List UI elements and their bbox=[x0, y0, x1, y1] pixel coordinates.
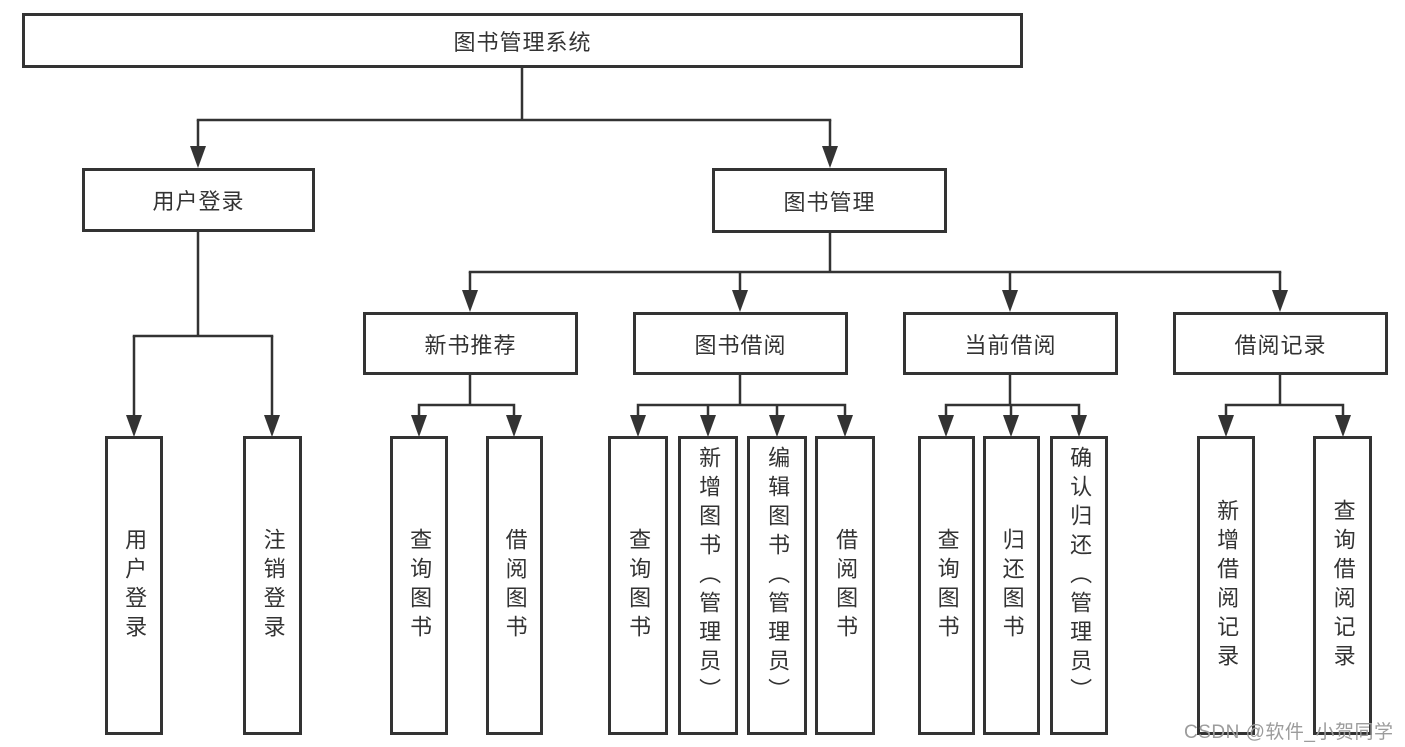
leaf-query-books-1-label: 查询图书 bbox=[407, 527, 433, 644]
leaf-query-books-2-label: 查询图书 bbox=[626, 527, 652, 644]
leaf-edit-book-admin-label: 编辑图书（管理员） bbox=[765, 446, 791, 707]
node-book-borrow: 图书借阅 bbox=[633, 312, 848, 375]
arrowhead-leaf-return-books bbox=[1003, 415, 1019, 437]
leaf-user-login-label: 用户登录 bbox=[122, 527, 148, 644]
leaf-query-books-3-label: 查询图书 bbox=[934, 527, 960, 644]
arrowhead-leaf-add-borrow-record bbox=[1218, 415, 1234, 437]
arrowhead-leaf-edit-book bbox=[769, 415, 785, 437]
leaf-query-borrow-record: 查询借阅记录 bbox=[1313, 436, 1372, 735]
node-new-book-recommend: 新书推荐 bbox=[363, 312, 578, 375]
leaf-query-borrow-record-label: 查询借阅记录 bbox=[1330, 498, 1356, 673]
node-current-borrow: 当前借阅 bbox=[903, 312, 1118, 375]
node-book-management: 图书管理 bbox=[712, 168, 947, 233]
leaf-add-book-admin-label: 新增图书（管理员） bbox=[696, 446, 722, 707]
connector-new-book-recommend-rail bbox=[417, 403, 516, 419]
leaf-borrow-books-1: 借阅图书 bbox=[486, 436, 543, 735]
arrowhead-leaf-confirm-return bbox=[1071, 415, 1087, 437]
connector-book-borrow-rail bbox=[636, 403, 847, 419]
leaf-add-book-admin: 新增图书（管理员） bbox=[678, 436, 738, 735]
leaf-query-books-2: 查询图书 bbox=[608, 436, 668, 735]
leaf-borrow-books-1-label: 借阅图书 bbox=[502, 527, 528, 644]
leaf-query-books-3: 查询图书 bbox=[918, 436, 975, 735]
leaf-return-books: 归还图书 bbox=[983, 436, 1040, 735]
arrowhead-borrow-records bbox=[1272, 290, 1288, 312]
leaf-logout: 注销登录 bbox=[243, 436, 302, 735]
leaf-borrow-books-2: 借阅图书 bbox=[815, 436, 875, 735]
arrowhead-book-management bbox=[822, 146, 838, 168]
arrowhead-leaf-query-books-3 bbox=[938, 415, 954, 437]
arrowhead-leaf-borrow-books-1 bbox=[506, 415, 522, 437]
leaf-confirm-return-admin-label: 确认归还（管理员） bbox=[1067, 446, 1093, 707]
connector-current-borrow-rail bbox=[944, 403, 1081, 419]
leaf-user-login: 用户登录 bbox=[105, 436, 163, 735]
leaf-edit-book-admin: 编辑图书（管理员） bbox=[747, 436, 807, 735]
arrowhead-new-book-recommend bbox=[462, 290, 478, 312]
arrowhead-book-borrow bbox=[732, 290, 748, 312]
node-user-login: 用户登录 bbox=[82, 168, 315, 232]
leaf-add-borrow-record: 新增借阅记录 bbox=[1197, 436, 1255, 735]
leaf-confirm-return-admin: 确认归还（管理员） bbox=[1050, 436, 1108, 735]
arrowhead-leaf-borrow-books-2 bbox=[837, 415, 853, 437]
leaf-borrow-books-2-label: 借阅图书 bbox=[833, 527, 859, 644]
connector-borrow-records-rail bbox=[1224, 403, 1345, 419]
arrowhead-leaf-add-book bbox=[700, 415, 716, 437]
leaf-return-books-label: 归还图书 bbox=[999, 527, 1025, 644]
arrowhead-leaf-query-books-2 bbox=[630, 415, 646, 437]
arrowhead-user-login bbox=[190, 146, 206, 168]
arrowhead-leaf-query-borrow-record bbox=[1335, 415, 1351, 437]
leaf-logout-label: 注销登录 bbox=[260, 527, 286, 644]
arrowhead-leaf-user-login bbox=[126, 415, 142, 437]
arrowhead-current-borrow bbox=[1002, 290, 1018, 312]
node-borrow-records: 借阅记录 bbox=[1173, 312, 1388, 375]
leaf-query-books-1: 查询图书 bbox=[390, 436, 448, 735]
node-library-management-system: 图书管理系统 bbox=[22, 13, 1023, 68]
watermark: CSDN @软件_小贺同学 bbox=[1184, 722, 1394, 743]
arrowhead-leaf-query-books-1 bbox=[411, 415, 427, 437]
arrowhead-leaf-logout bbox=[264, 415, 280, 437]
leaf-add-borrow-record-label: 新增借阅记录 bbox=[1214, 498, 1240, 673]
